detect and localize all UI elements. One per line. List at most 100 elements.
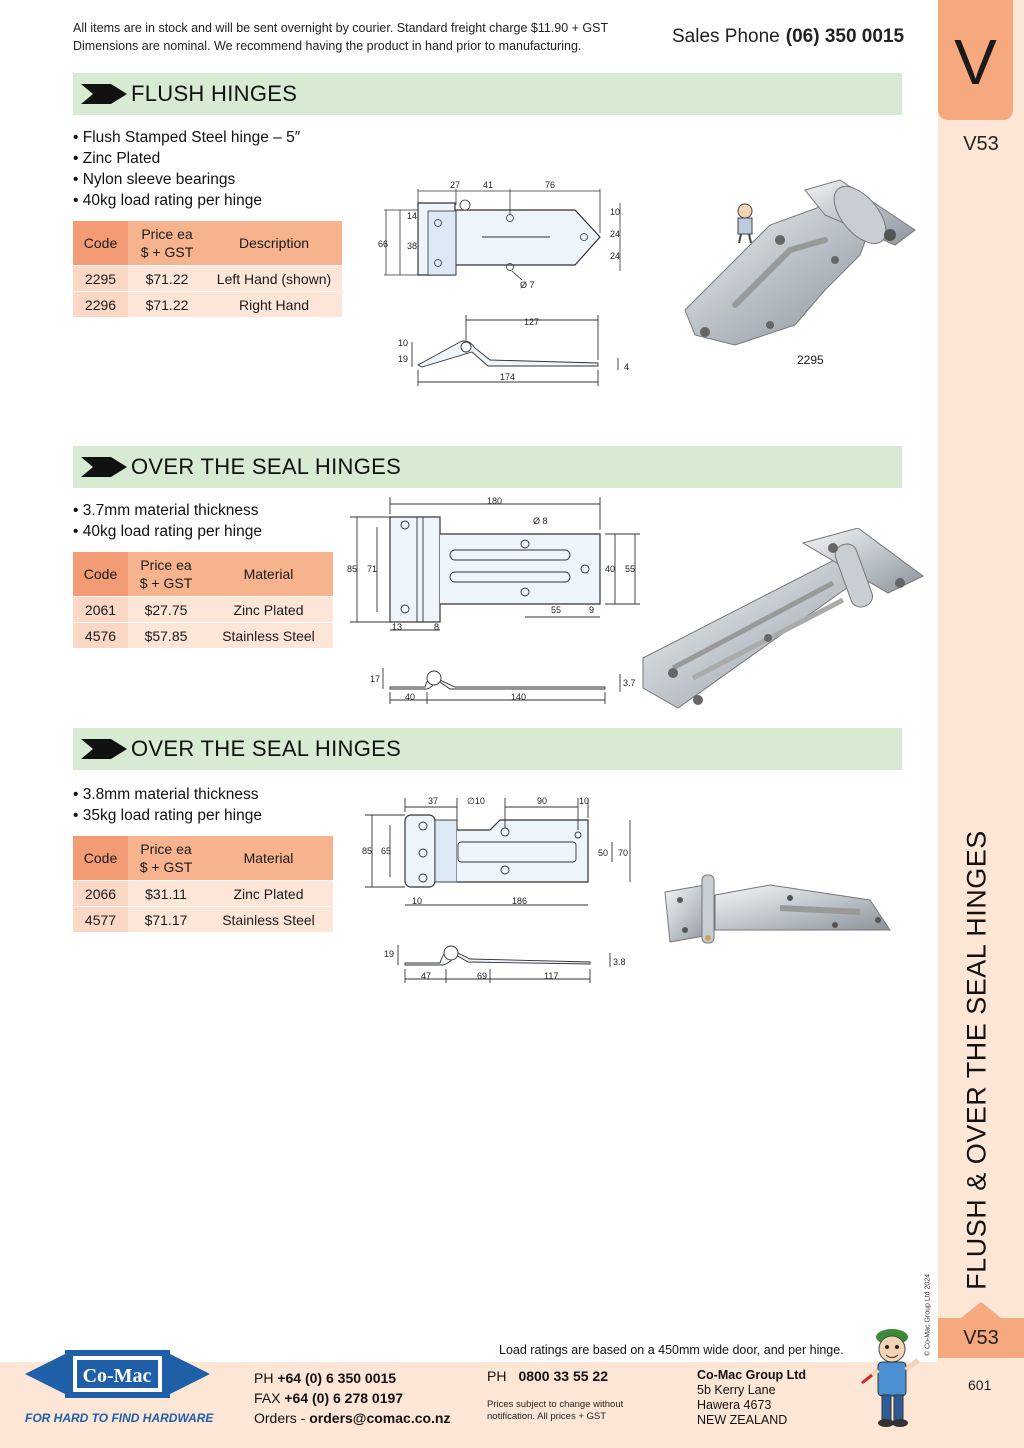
cell-price: $71.17 xyxy=(128,906,204,932)
section-tab-pointer xyxy=(961,1302,1001,1318)
address-line: Hawera 4673 xyxy=(697,1398,772,1412)
address-line: 5b Kerry Lane xyxy=(697,1383,776,1397)
cell-price: $71.22 xyxy=(128,265,206,292)
freephone-number[interactable]: 0800 33 55 22 xyxy=(518,1368,608,1384)
dim-label: 17 xyxy=(370,674,380,684)
ph-label: PH xyxy=(254,1370,274,1386)
cell-code: 2295 xyxy=(73,265,128,292)
dim-label: 24 xyxy=(610,229,620,239)
arrow-icon xyxy=(81,457,127,477)
dim-label: 40 xyxy=(605,564,615,574)
dim-label: 4 xyxy=(624,362,629,372)
dim-label: 66 xyxy=(378,239,388,249)
sidebar-title-text: FLUSH & OVER THE SEAL HINGES xyxy=(961,830,992,1290)
dim-label: 10 xyxy=(579,796,589,806)
table-row[interactable]: 2066 $31.11 Zinc Plated xyxy=(73,880,333,907)
cell-code: 4577 xyxy=(73,906,128,932)
cell-material: Stainless Steel xyxy=(204,622,333,648)
dim-label: 85 xyxy=(362,846,372,856)
dim-label: 24 xyxy=(610,251,620,261)
table-row[interactable]: 4576 $57.85 Stainless Steel xyxy=(73,622,333,648)
dim-label: 69 xyxy=(477,971,487,981)
table-row[interactable]: 2296 $71.22 Right Hand xyxy=(73,291,342,317)
dim-label: 85 xyxy=(347,564,357,574)
dim-label: 3.8 xyxy=(613,957,626,967)
section-tab-bottom xyxy=(938,1318,1024,1358)
fax-label: FAX xyxy=(254,1390,281,1406)
section-title: OVER THE SEAL HINGES xyxy=(131,454,402,479)
feature-list: 3.7mm material thickness 40kg load ratin… xyxy=(73,500,262,542)
orders-email-link[interactable]: orders@comac.co.nz xyxy=(309,1410,451,1426)
page-number: 601 xyxy=(968,1377,992,1393)
cell-material: Zinc Plated xyxy=(204,596,333,623)
dim-label: 40 xyxy=(405,692,415,702)
table-row[interactable]: 2295 $71.22 Left Hand (shown) xyxy=(73,265,342,292)
sales-phone: Sales Phone(06) 350 0015 xyxy=(672,26,904,48)
feature-item: Flush Stamped Steel hinge – 5″ xyxy=(73,127,300,148)
dim-label: 186 xyxy=(512,896,527,906)
comac-logo[interactable]: Co-Mac xyxy=(25,1340,210,1408)
dim-label: 37 xyxy=(428,796,438,806)
flush-hinge-side-drawing: 127 19 10 4 174 xyxy=(398,315,629,386)
cell-description: Left Hand (shown) xyxy=(206,265,342,292)
cell-material: Zinc Plated xyxy=(204,880,333,907)
catalog-tab[interactable]: V xyxy=(938,0,1013,120)
arrow-icon xyxy=(81,84,127,104)
section-title: FLUSH HINGES xyxy=(131,81,298,106)
over-seal-hinge-1-side-drawing: 17 3.7 40 140 xyxy=(370,668,636,704)
col-header-code: Code xyxy=(73,552,128,597)
sales-phone-number[interactable]: (06) 350 0015 xyxy=(785,26,905,47)
dim-label: 50 xyxy=(598,848,608,858)
cell-price: $27.75 xyxy=(128,596,204,623)
company-address: Co-Mac Group Ltd 5b Kerry Lane Hawera 46… xyxy=(697,1368,806,1428)
phone-number[interactable]: +64 (0) 6 350 0015 xyxy=(277,1370,397,1386)
address-line: NEW ZEALAND xyxy=(697,1413,788,1427)
dim-label: 47 xyxy=(421,971,431,981)
mascot-icon xyxy=(861,1329,920,1427)
sidebar-title: FLUSH & OVER THE SEAL HINGES xyxy=(956,830,998,1290)
dim-label: 41 xyxy=(483,180,493,190)
dim-label: 8 xyxy=(434,622,439,632)
dim-label: 140 xyxy=(511,692,526,702)
notice-line-2: Dimensions are nominal. We recommend hav… xyxy=(73,39,582,53)
dim-label: Ø 8 xyxy=(533,516,548,526)
feature-list: 3.8mm material thickness 35kg load ratin… xyxy=(73,784,262,826)
dim-label: 90 xyxy=(537,796,547,806)
table-row[interactable]: 2061 $27.75 Zinc Plated xyxy=(73,596,333,623)
cell-price: $57.85 xyxy=(128,622,204,648)
section-title: OVER THE SEAL HINGES xyxy=(131,736,402,761)
cell-description: Right Hand xyxy=(206,291,342,317)
feature-item: 3.8mm material thickness xyxy=(73,784,262,805)
dim-label: 55 xyxy=(625,564,635,574)
cell-code: 4576 xyxy=(73,622,128,648)
col-header-code: Code xyxy=(73,836,128,881)
dim-label: 55 xyxy=(551,605,561,615)
stock-notice: All items are in stock and will be sent … xyxy=(73,19,608,55)
feature-item: 40kg load rating per hinge xyxy=(73,521,262,542)
dim-label: 19 xyxy=(384,949,394,959)
dim-label: 65 xyxy=(381,846,391,856)
feature-item: 40kg load rating per hinge xyxy=(73,190,300,211)
price-table: Code Price ea $ + GST Material 2066 $31.… xyxy=(73,836,333,932)
over-seal-hinge-1-top-drawing: 180 Ø 8 85 71 40 55 55 9 13 8 xyxy=(347,496,640,632)
cell-code: 2061 xyxy=(73,596,128,623)
section-header-flush: FLUSH HINGES xyxy=(73,73,902,115)
col-header-material: Material xyxy=(204,836,333,881)
cell-price: $71.22 xyxy=(128,291,206,317)
feature-list: Flush Stamped Steel hinge – 5″ Zinc Plat… xyxy=(73,127,300,211)
dim-label: 10 xyxy=(610,207,620,217)
dim-label: 27 xyxy=(450,180,460,190)
ph2-label: PH xyxy=(487,1368,507,1384)
table-row[interactable]: 4577 $71.17 Stainless Steel xyxy=(73,906,333,932)
logo-text: Co-Mac xyxy=(83,1365,152,1387)
cell-material: Stainless Steel xyxy=(204,906,333,932)
over-seal-hinge-2-top-drawing: 37 ∅10 90 10 85 65 50 70 10 186 xyxy=(362,796,631,906)
feature-item: Nylon sleeve bearings xyxy=(73,169,300,190)
photo-label: 2295 xyxy=(797,353,824,367)
dim-label: 19 xyxy=(398,354,408,364)
contact-phones: PH +64 (0) 6 350 0015 FAX +64 (0) 6 278 … xyxy=(254,1368,451,1428)
dim-label: 10 xyxy=(398,338,408,348)
load-rating-note: Load ratings are based on a 450mm wide d… xyxy=(499,1343,844,1357)
right-sidebar xyxy=(938,0,1024,1448)
section-header-over-seal-2: OVER THE SEAL HINGES xyxy=(73,728,902,770)
